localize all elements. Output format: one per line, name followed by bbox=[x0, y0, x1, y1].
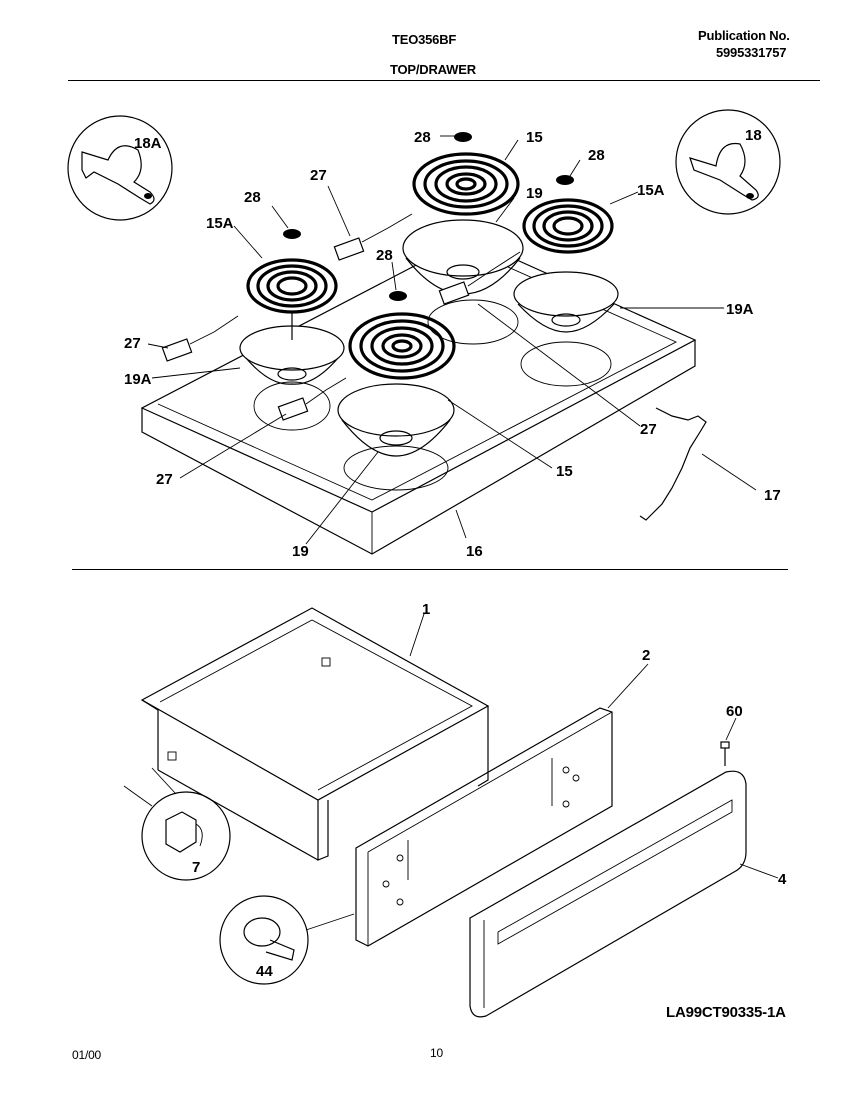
drip-bowl-back-right bbox=[513, 271, 619, 333]
callout-4: 4 bbox=[778, 871, 787, 888]
callout-7: 7 bbox=[192, 859, 200, 876]
callout-18A: 18A bbox=[134, 135, 162, 152]
publication-number: 5995331757 bbox=[716, 45, 787, 60]
callout-27-left: 27 bbox=[124, 335, 141, 352]
section-divider bbox=[72, 569, 788, 570]
callout-16: 16 bbox=[466, 543, 483, 560]
drawing-code: LA99CT90335-1A bbox=[666, 1004, 786, 1021]
callout-28-right: 28 bbox=[588, 147, 605, 164]
callout-18: 18 bbox=[745, 127, 762, 144]
drip-bowl-front-left bbox=[239, 325, 345, 385]
callout-1: 1 bbox=[422, 601, 430, 618]
section-title: TOP/DRAWER bbox=[390, 62, 476, 77]
inset-circle-18A bbox=[67, 115, 173, 221]
footer-date: 01/00 bbox=[72, 1048, 102, 1062]
inset-circle-44 bbox=[219, 895, 355, 985]
element-receptacles bbox=[161, 213, 521, 421]
bottom-leader-lines bbox=[409, 613, 779, 879]
callout-44: 44 bbox=[256, 963, 273, 980]
inset-circle-18 bbox=[675, 109, 781, 215]
callout-2: 2 bbox=[642, 647, 650, 664]
callout-27-right: 27 bbox=[640, 421, 657, 438]
surface-element-right-small bbox=[522, 198, 614, 254]
callout-28-back: 28 bbox=[414, 129, 431, 146]
surface-element-back-large bbox=[412, 152, 520, 216]
surface-element-front-large bbox=[348, 312, 456, 380]
screw bbox=[720, 741, 730, 766]
callout-19A-right: 19A bbox=[726, 301, 754, 318]
callout-27-back: 27 bbox=[310, 167, 327, 184]
callout-28-left: 28 bbox=[244, 189, 261, 206]
callout-15A-left: 15A bbox=[206, 215, 234, 232]
callout-19-back: 19 bbox=[526, 185, 543, 202]
callout-15-front: 15 bbox=[556, 463, 573, 480]
drawer-front bbox=[469, 770, 747, 1018]
callout-28-front: 28 bbox=[376, 247, 393, 264]
header-rule bbox=[68, 80, 820, 81]
top-leader-lines bbox=[147, 135, 757, 545]
callout-15-back: 15 bbox=[526, 129, 543, 146]
callout-19A-left: 19A bbox=[124, 371, 152, 388]
page-number: 10 bbox=[430, 1046, 443, 1060]
callout-17: 17 bbox=[764, 487, 781, 504]
callout-15A-right: 15A bbox=[637, 182, 665, 199]
model-number: TEO356BF bbox=[392, 32, 457, 47]
trim-ring-markers bbox=[283, 132, 574, 301]
drawer-box bbox=[140, 607, 490, 861]
callout-60: 60 bbox=[726, 703, 743, 720]
drip-bowl-front-right bbox=[337, 383, 455, 457]
wire-harness bbox=[639, 407, 707, 521]
callout-19-front: 19 bbox=[292, 543, 309, 560]
drawer-front-panel bbox=[355, 707, 613, 947]
callout-27-front: 27 bbox=[156, 471, 173, 488]
cooktop-openings bbox=[253, 299, 612, 491]
inset-circle-7 bbox=[123, 767, 231, 881]
publication-label: Publication No. bbox=[698, 28, 790, 43]
surface-element-left-small bbox=[246, 258, 338, 340]
